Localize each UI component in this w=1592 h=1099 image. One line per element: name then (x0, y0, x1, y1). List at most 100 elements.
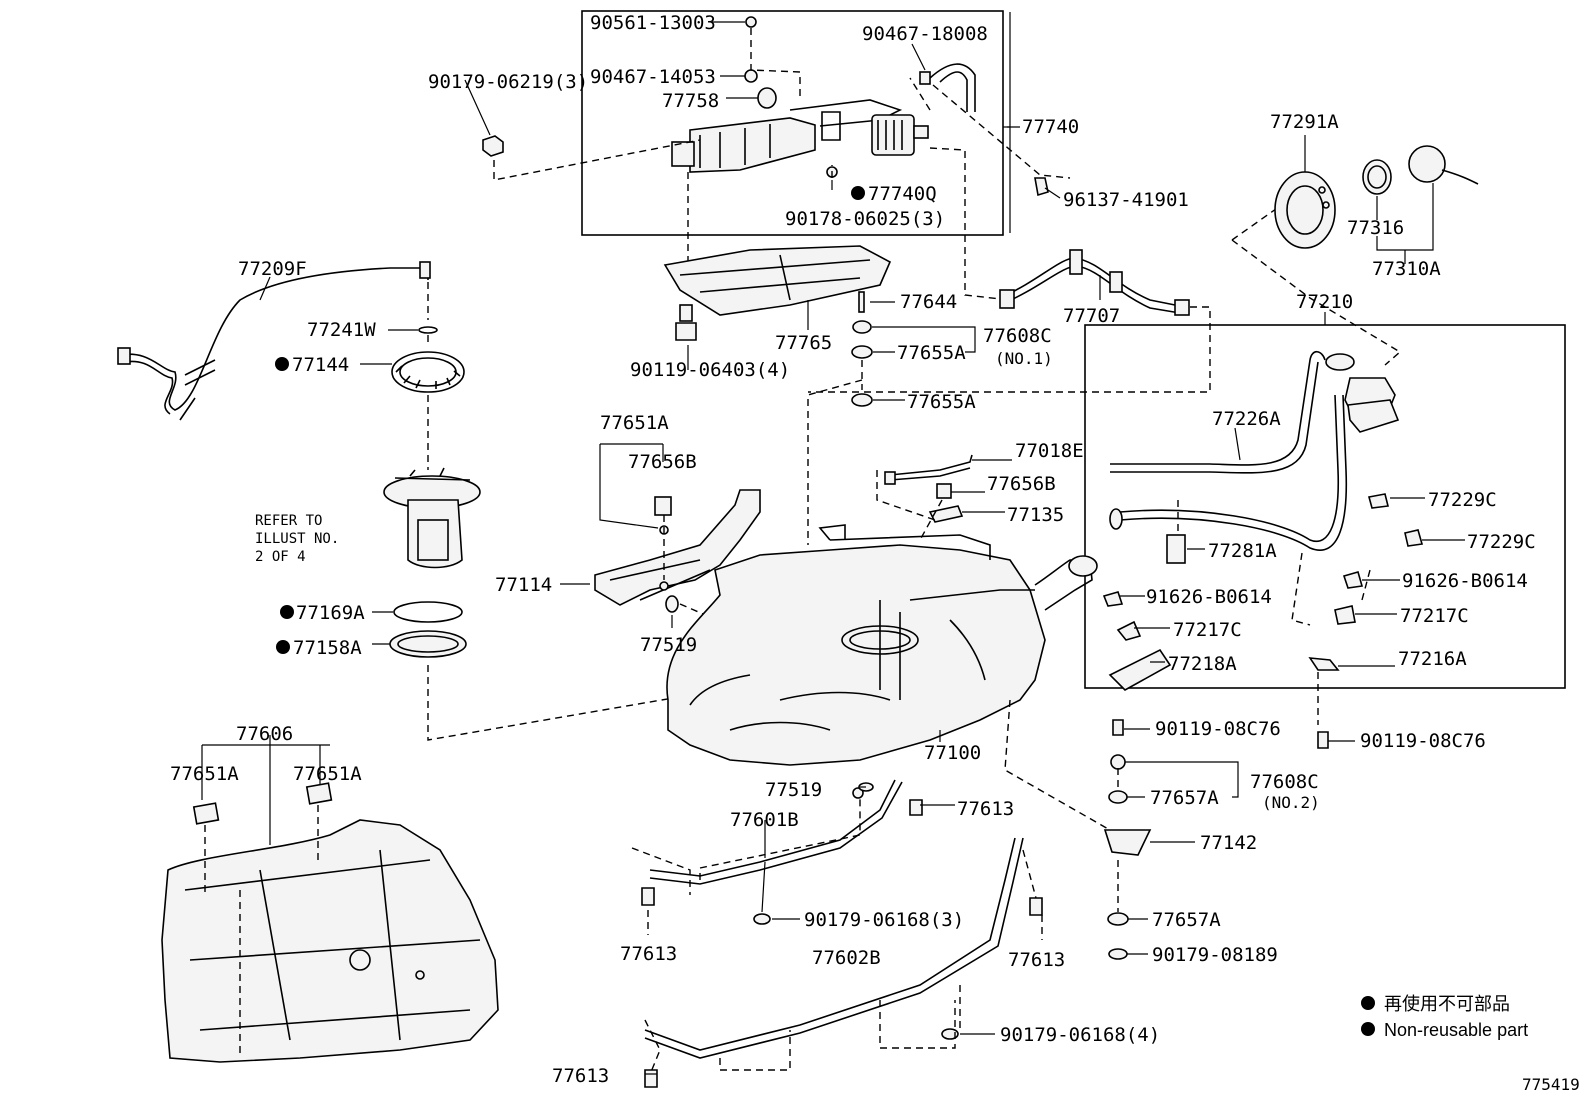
label-77651a-right: 77651A (293, 763, 362, 785)
label-77216a: 77216A (1398, 648, 1467, 670)
filler-cap-parts (1274, 145, 1479, 249)
label-77613-lower-right: 77613 (1008, 949, 1065, 971)
pad-77651a-left (192, 802, 220, 825)
bullet-icon (1361, 996, 1375, 1010)
label-90179-08189: 90179-08189 (1152, 944, 1278, 966)
hose-77707 (999, 249, 1190, 316)
label-90179-06168-3: 90179-06168(3) (804, 909, 964, 931)
label-90119-06403: 90119-06403(4) (630, 359, 790, 381)
label-77651a-top: 77651A (600, 412, 669, 434)
filler-pipe-brackets (1102, 493, 1424, 691)
label-77316: 77316 (1347, 217, 1404, 239)
wire-harness-77209f (117, 261, 431, 421)
label-90119-08c76-left: 90119-08C76 (1155, 718, 1281, 740)
fuel-tank-77100 (666, 524, 1098, 766)
label-77241w: 77241W (307, 319, 376, 341)
label-77114: 77114 (495, 574, 552, 596)
label-77281a: 77281A (1208, 540, 1277, 562)
fasteners-right (1103, 719, 1329, 960)
protector-77114 (594, 489, 761, 606)
label-91626-b0614-right: 91626-B0614 (1402, 570, 1528, 592)
label-90561-13003: 90561-13003 (590, 12, 716, 34)
figure-id: 775419 (1522, 1075, 1580, 1094)
label-77644: 77644 (900, 291, 957, 313)
pad-77651a-right (305, 782, 333, 805)
lock-ring-77144 (391, 351, 465, 393)
label-77758: 77758 (662, 90, 719, 112)
tank-insulator-77606 (161, 819, 499, 1063)
label-77519-lower: 77519 (765, 779, 822, 801)
label-77740q: 77740Q (868, 183, 937, 205)
legend: 再使用不可部品 Non-reusable part (1361, 994, 1528, 1040)
label-77655a-upper: 77655A (897, 342, 966, 364)
o-ring-77241w (418, 326, 438, 334)
label-77613-left: 77613 (620, 943, 677, 965)
grommet-77519 (665, 595, 679, 613)
filler-pipe-77226a (1109, 350, 1400, 551)
label-96137-41901: 96137-41901 (1063, 189, 1189, 211)
legend-jp: 再使用不可部品 (1384, 994, 1510, 1014)
label-77218a: 77218A (1168, 653, 1237, 675)
label-77217c-left: 77217C (1173, 619, 1242, 641)
label-77217c-right: 77217C (1400, 605, 1469, 627)
label-90178-06025: 90178-06025(3) (785, 208, 945, 230)
non-reusable-bullet-icon (851, 186, 865, 200)
clip-77656b (654, 496, 672, 516)
bullet-icon (1361, 1022, 1375, 1036)
label-77657a-lower: 77657A (1152, 909, 1221, 931)
label-77210: 77210 (1296, 291, 1353, 313)
canister-vent-hose (919, 63, 976, 112)
label-77765: 77765 (775, 332, 832, 354)
label-77608c-no2: 77608C (1250, 771, 1319, 793)
canister-group-box (581, 10, 1004, 236)
label-77613-bottom: 77613 (552, 1065, 609, 1087)
label-90119-08c76-right: 90119-08C76 (1360, 730, 1486, 752)
label-77608c-no1: 77608C (983, 325, 1052, 347)
label-77229c-upper: 77229C (1428, 489, 1497, 511)
non-reusable-bullet-icon (276, 640, 290, 654)
fuel-pump-assembly (383, 467, 481, 569)
non-reusable-bullet-icon (275, 357, 289, 371)
label-77226a: 77226A (1212, 408, 1281, 430)
label-91626-b0614-left: 91626-B0614 (1146, 586, 1272, 608)
label-77169a: 77169A (296, 602, 365, 624)
label-90467-18008: 90467-18008 (862, 23, 988, 45)
refer-note-line1: REFER TO (255, 513, 322, 529)
label-77310a: 77310A (1372, 258, 1441, 280)
label-77209f: 77209F (238, 258, 307, 280)
tank-band-77601b (649, 779, 903, 885)
refer-note-line2: ILLUST NO. (255, 531, 339, 547)
label-90179-06168-4: 90179-06168(4) (1000, 1024, 1160, 1046)
label-77100: 77100 (924, 742, 981, 764)
tank-band-77602b (644, 837, 1024, 1059)
label-no2: (NO.2) (1262, 793, 1320, 812)
refer-note-line3: 2 OF 4 (255, 549, 306, 565)
label-77740: 77740 (1022, 116, 1079, 138)
charcoal-canister (671, 99, 929, 173)
nuts (753, 782, 959, 1040)
label-77656b-right: 77656B (987, 473, 1056, 495)
label-77655a-lower: 77655A (907, 391, 976, 413)
label-90179-06219: 90179-06219(3) (428, 71, 588, 93)
label-77613-upper-right: 77613 (957, 798, 1014, 820)
non-reusable-bullet-icon (280, 605, 294, 619)
tank-protector (663, 245, 892, 341)
label-77291a: 77291A (1270, 111, 1339, 133)
label-77656b-left: 77656B (628, 451, 697, 473)
seal-rings (389, 601, 467, 658)
label-77135: 77135 (1007, 504, 1064, 526)
label-77601b: 77601B (730, 809, 799, 831)
bolts-77613 (641, 799, 1043, 1088)
label-77606: 77606 (236, 723, 293, 745)
label-no1: (NO.1) (995, 349, 1053, 368)
label-77602b: 77602B (812, 947, 881, 969)
label-77144: 77144 (292, 354, 349, 376)
label-77229c-lower: 77229C (1467, 531, 1536, 553)
label-90467-14053: 90467-14053 (590, 66, 716, 88)
legend-en: Non-reusable part (1384, 1020, 1528, 1040)
tank-top-hoses (884, 454, 973, 523)
label-77657a-upper: 77657A (1150, 787, 1219, 809)
label-77651a-left: 77651A (170, 763, 239, 785)
label-77707: 77707 (1063, 305, 1120, 327)
